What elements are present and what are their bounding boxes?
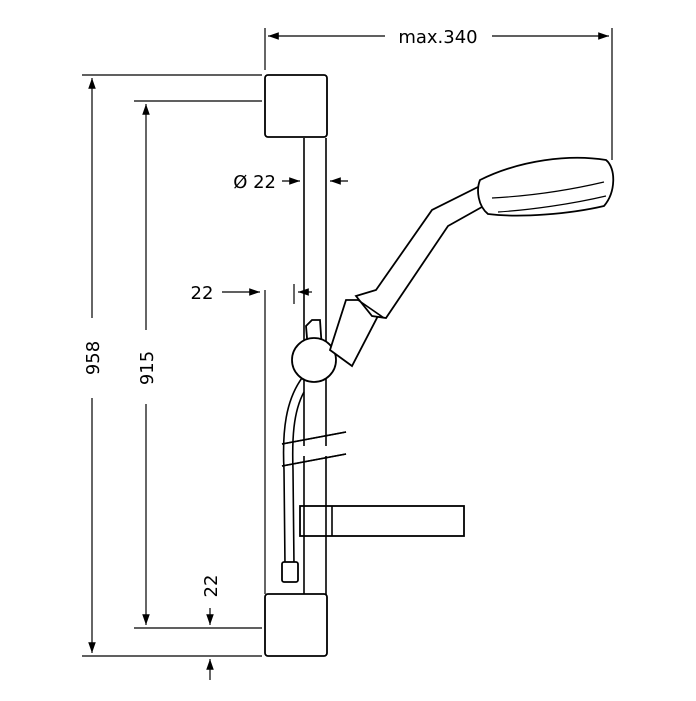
max-reach-label: max.340: [398, 27, 477, 48]
diameter-label: Ø 22: [233, 172, 276, 193]
bottom-offset-dimension: 22: [201, 575, 222, 680]
bottom-wall-bracket: [264, 593, 328, 657]
top-wall-bracket: [264, 74, 328, 138]
wall-offset-label: 22: [191, 283, 214, 304]
slider-holder: [291, 319, 337, 383]
max-reach-dimension: max.340: [264, 27, 613, 160]
wall-offset-dimension: 22: [191, 283, 312, 304]
soap-shelf: [299, 505, 465, 537]
bracket-spacing-label: 915: [137, 351, 158, 385]
shower-rail-assembly: [264, 74, 615, 657]
total-height-dimension: 958: [82, 74, 262, 657]
hand-shower: [328, 156, 615, 368]
bracket-spacing-dimension: 915: [134, 100, 262, 629]
shower-hose: [281, 377, 305, 583]
bottom-offset-label: 22: [201, 575, 222, 598]
total-height-label: 958: [83, 341, 104, 375]
break-marks: [281, 431, 347, 467]
diameter-dimension: Ø 22: [233, 172, 348, 193]
